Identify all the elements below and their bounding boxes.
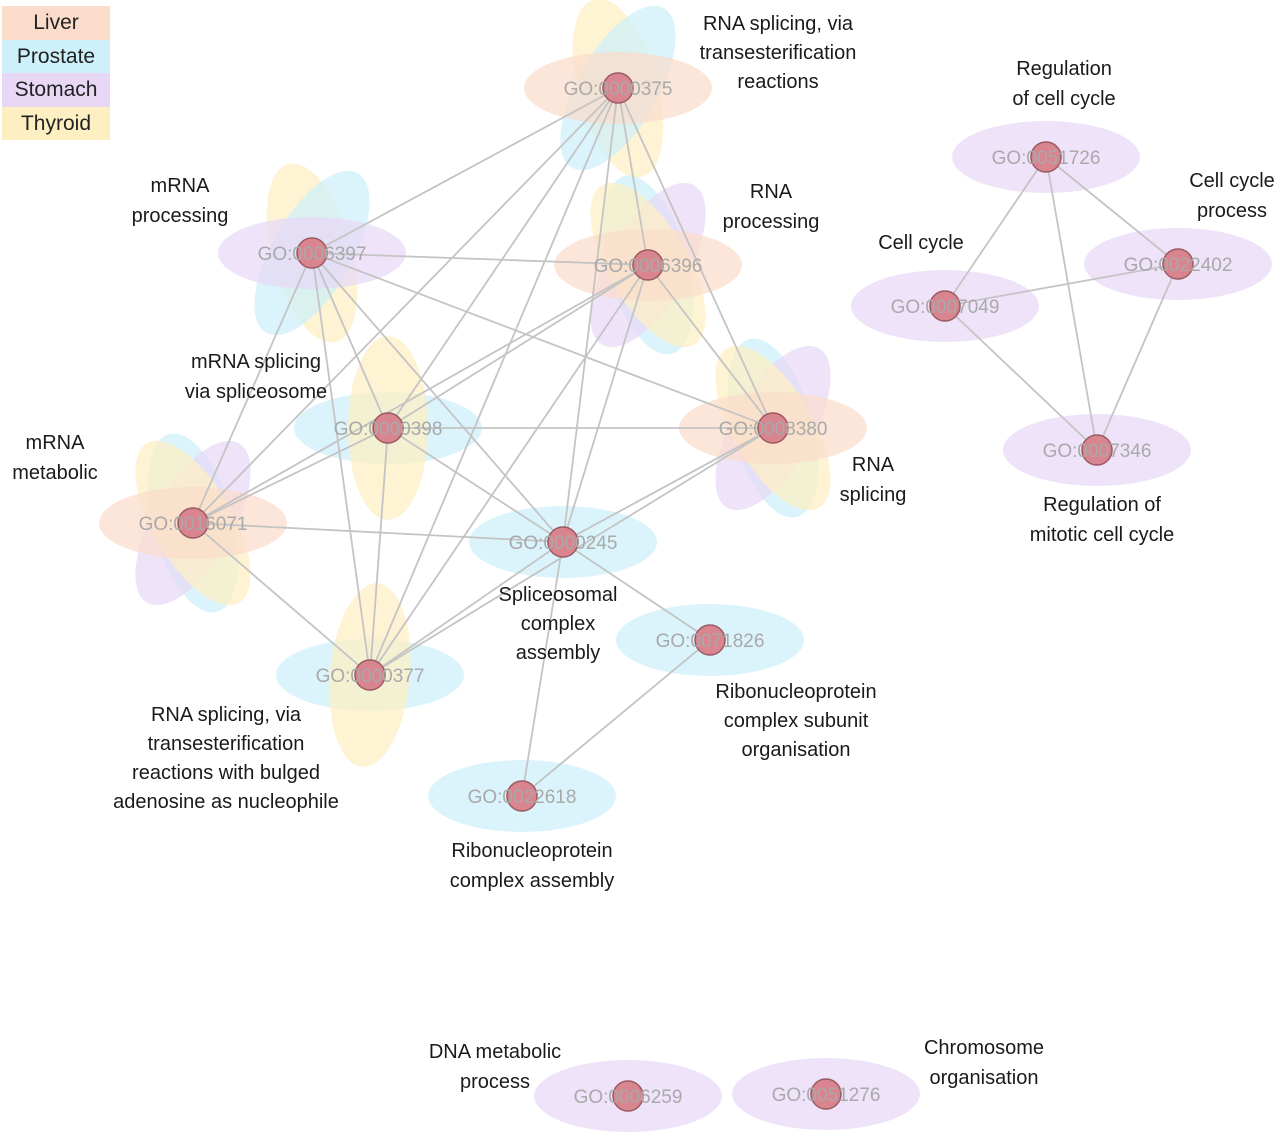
go-id-text: GO:0051276 <box>772 1085 881 1106</box>
legend-item-stomach: Stomach <box>2 73 110 107</box>
edge <box>311 252 371 676</box>
edge <box>311 252 389 429</box>
go-node[interactable] <box>296 237 328 269</box>
go-id-text: GO:0006396 <box>594 256 703 277</box>
edge <box>387 427 564 543</box>
edge <box>944 305 1098 451</box>
edge <box>311 252 774 429</box>
go-node[interactable] <box>506 780 538 812</box>
go-node[interactable] <box>1081 434 1113 466</box>
edge <box>369 87 619 676</box>
go-node[interactable] <box>810 1078 842 1110</box>
go-node[interactable] <box>177 507 209 539</box>
edge <box>192 264 649 524</box>
edge <box>369 264 649 676</box>
edge <box>192 522 371 676</box>
edge <box>562 427 774 543</box>
edge <box>387 264 649 429</box>
edge <box>944 156 1047 307</box>
go-node[interactable] <box>602 72 634 104</box>
go-node[interactable] <box>372 412 404 444</box>
go-node[interactable] <box>1030 141 1062 173</box>
edge <box>1096 263 1179 451</box>
go-id-text: GO:0007049 <box>891 297 1000 318</box>
go-node[interactable] <box>354 659 386 691</box>
nodes: GO:0000375GO:0006397GO:0006396GO:0000398… <box>139 72 1233 1112</box>
go-id-text: GO:0022402 <box>1124 255 1233 276</box>
go-id-text: GO:0000398 <box>334 419 443 440</box>
edge <box>369 427 389 676</box>
go-node[interactable] <box>1162 248 1194 280</box>
tissue-halos <box>99 0 1272 1132</box>
edge <box>1045 156 1179 265</box>
legend-item-liver: Liver <box>2 6 110 40</box>
go-id-text: GO:0022618 <box>468 787 577 808</box>
edge <box>617 87 774 429</box>
go-id-text: GO:0071826 <box>656 631 765 652</box>
tissue-legend: Liver Prostate Stomach Thyroid <box>2 6 110 140</box>
edge <box>387 87 619 429</box>
edge <box>617 87 649 266</box>
edge <box>192 427 389 524</box>
edge <box>192 522 564 543</box>
go-node[interactable] <box>612 1080 644 1112</box>
go-id-text: GO:0006397 <box>258 244 367 265</box>
edge <box>1045 156 1098 451</box>
go-id-text: GO:0016071 <box>139 514 248 535</box>
go-id-text: GO:0008380 <box>719 419 828 440</box>
go-id-text: GO:0006259 <box>574 1087 683 1108</box>
edge <box>311 87 619 254</box>
go-id-text: GO:0000377 <box>316 666 425 687</box>
go-id-text: GO:0000375 <box>564 79 673 100</box>
go-id-text: GO:0000245 <box>509 533 618 554</box>
go-id-text: GO:0051726 <box>992 148 1101 169</box>
legend-item-thyroid: Thyroid <box>2 106 110 140</box>
go-node[interactable] <box>929 290 961 322</box>
go-node[interactable] <box>632 249 664 281</box>
edge <box>562 541 711 641</box>
edge <box>562 87 619 543</box>
edge <box>521 541 564 797</box>
go-node[interactable] <box>694 624 726 656</box>
go-id-text: GO:0007346 <box>1043 441 1152 462</box>
edge <box>192 87 619 524</box>
edge <box>562 264 649 543</box>
edge <box>521 639 711 797</box>
node-label: Cell cycle <box>878 232 964 254</box>
go-node[interactable] <box>547 526 579 558</box>
edge <box>192 252 313 524</box>
edge <box>311 252 649 266</box>
edges <box>192 87 1179 797</box>
edge <box>369 541 564 676</box>
edge <box>944 263 1179 307</box>
edge <box>647 264 774 429</box>
legend-item-prostate: Prostate <box>2 39 110 73</box>
go-node[interactable] <box>757 412 789 444</box>
